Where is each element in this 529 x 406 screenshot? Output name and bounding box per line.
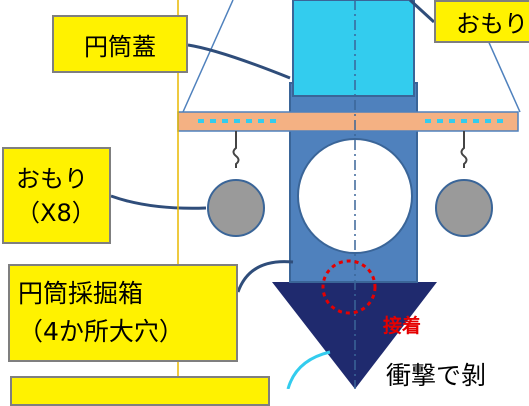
label-text: 円筒蓋 [84, 32, 156, 61]
label-line: おもり [16, 164, 88, 193]
suspension-line-left [182, 0, 234, 113]
label-text: おもり [456, 10, 528, 38]
shock-annotation: 衝撃で剝 [386, 361, 487, 390]
glue-annotation: 接着 [383, 315, 422, 337]
glue-marker [321, 259, 377, 315]
label-line: （X8） [16, 198, 96, 227]
hook-left [232, 131, 240, 168]
label-cylinder-lid: 円筒蓋 [52, 15, 188, 73]
label-weight: おもり （X8） [2, 147, 111, 244]
leader-lid [187, 43, 291, 80]
hook-right [460, 131, 468, 168]
cylinder-lid [292, 0, 415, 97]
label-weight-top: おもり [434, 0, 529, 43]
label-bottom-partial [10, 376, 270, 406]
weight-right [435, 179, 493, 237]
leader-box [236, 260, 294, 293]
leader-shock [286, 350, 331, 389]
diagram-svg [110, 0, 521, 389]
label-line: 円筒採掘箱 [18, 279, 144, 308]
label-line: （4か所大穴） [18, 317, 184, 346]
leader-weight [110, 194, 207, 210]
weight-left [207, 179, 265, 237]
label-excavation-box: 円筒採掘箱 （4か所大穴） [8, 264, 238, 362]
leader-weight-top [408, 0, 436, 24]
